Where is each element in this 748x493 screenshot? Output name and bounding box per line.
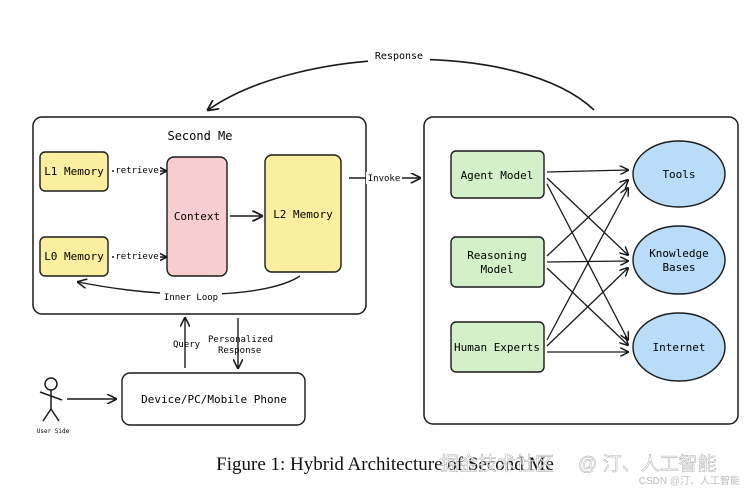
l0-memory-label: L0 Memory (44, 250, 104, 263)
internet-circle (632, 312, 726, 382)
human-experts-box (450, 321, 545, 373)
watermark-csdn: CSDN @汀、人工智能 (639, 474, 740, 487)
personalized-label-2: Response (218, 346, 261, 356)
retrieve-label-l1: retrieve (115, 166, 158, 176)
device-label: Device/PC/Mobile Phone (141, 393, 287, 406)
personalized-label-1: Personalized (208, 335, 273, 345)
knowledge-bases-label-1: Knowledge (649, 247, 709, 260)
l0-memory-box (39, 236, 109, 277)
knowledge-bases-label-2: Bases (662, 261, 695, 274)
inner-loop-label: Inner Loop (164, 293, 218, 303)
reasoning-model-box (450, 236, 545, 288)
l2-memory-box (264, 154, 342, 273)
tools-label: Tools (662, 168, 695, 181)
context-label: Context (174, 210, 220, 223)
l1-memory-label: L1 Memory (44, 165, 104, 178)
user-figure-icon (39, 377, 63, 422)
user-side-label: User Side (37, 428, 70, 435)
l2-memory-label: L2 Memory (273, 208, 333, 221)
invoke-label: Invoke (368, 174, 401, 184)
response-arrow (208, 58, 595, 110)
internet-label: Internet (653, 341, 706, 354)
tools-circle (632, 140, 726, 208)
watermark-juejin: 掘金技术社区 (440, 453, 554, 475)
reasoning-model-label-2: Model (480, 263, 513, 276)
l1-memory-box (39, 151, 109, 192)
response-label: Response (375, 51, 423, 62)
context-box (166, 156, 228, 277)
figure-caption: Figure 1: Hybrid Architecture of Second … (216, 454, 554, 475)
agent-model-label: Agent Model (461, 169, 534, 182)
reasoning-model-label-1: Reasoning (467, 249, 527, 262)
knowledge-bases-circle (632, 225, 726, 295)
agent-model-box (450, 150, 545, 199)
model-resource-arrows (546, 170, 628, 352)
query-label: Query (173, 340, 201, 350)
watermark-author: @ 汀、人工智能 (578, 453, 717, 475)
retrieve-label-l0: retrieve (115, 252, 158, 262)
second-me-title: Second Me (167, 129, 232, 143)
human-experts-label: Human Experts (454, 341, 540, 354)
device-box (121, 372, 306, 426)
